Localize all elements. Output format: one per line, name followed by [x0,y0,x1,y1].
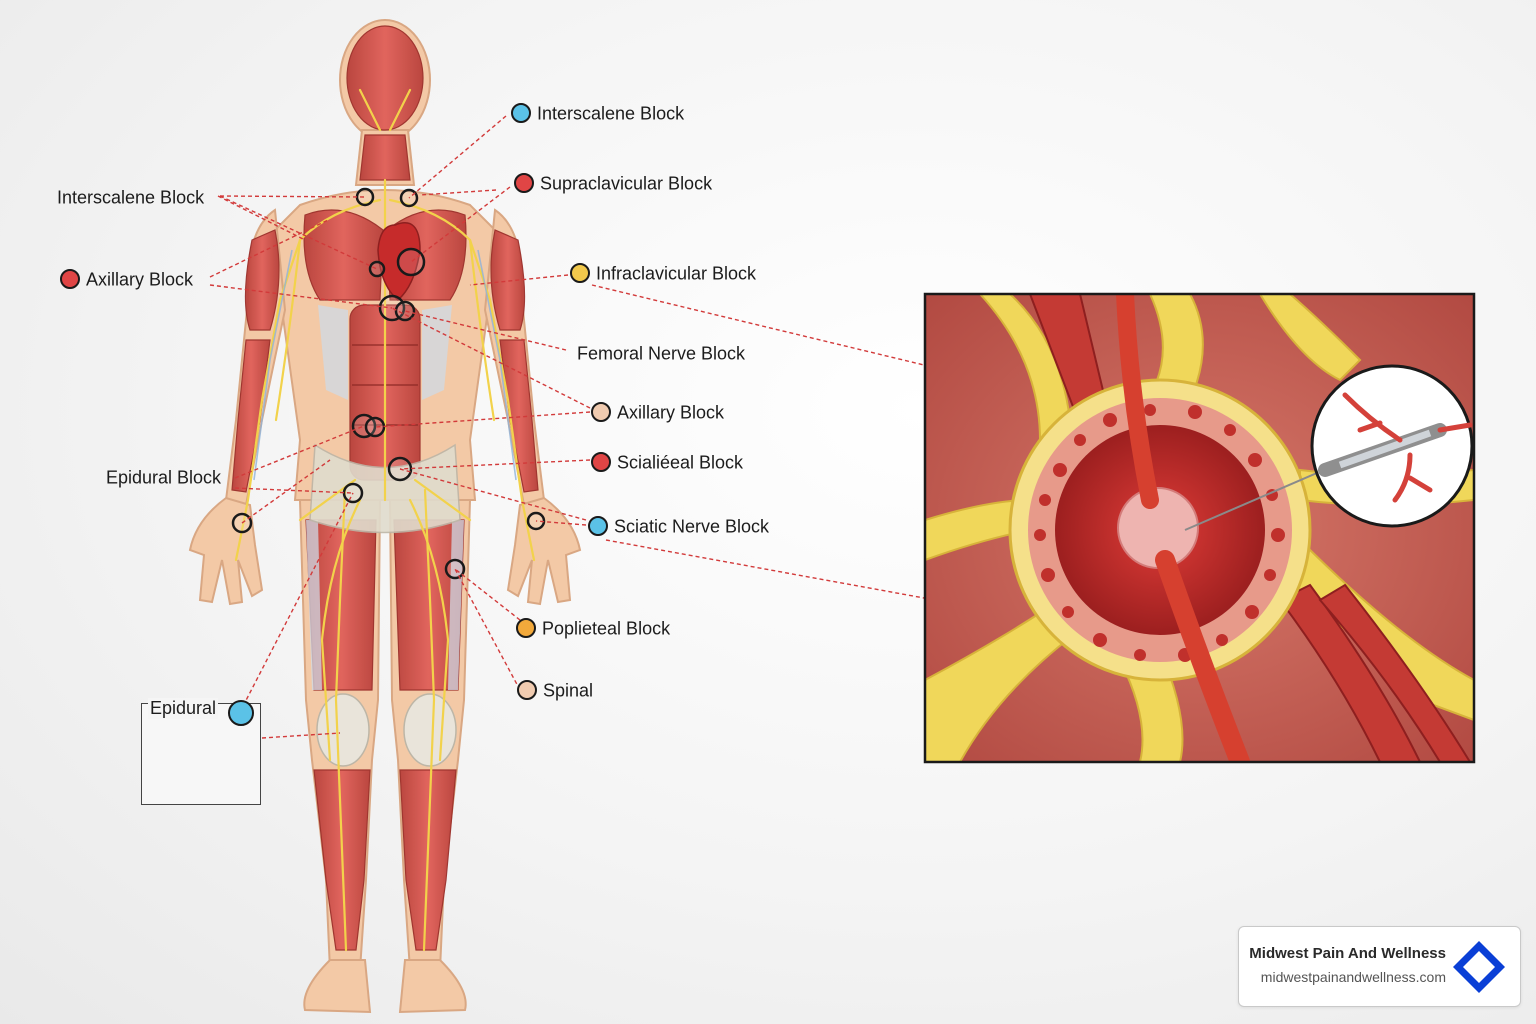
marker-dot [591,452,611,473]
label-interscalene-block-right: Interscalene Block [511,101,684,124]
syringe-zoom-circle [1310,364,1474,528]
label-epidural-block: Epidural Block [106,467,222,488]
marker-dot [516,618,536,639]
brand-url[interactable]: midwestpainandwellness.com [1260,969,1446,985]
epidural-marker-dot [228,700,254,726]
marker-dot [588,516,608,537]
marker-dot [511,103,531,124]
site-marker [364,416,386,438]
label-scialieeal-block: Scialiéeal Block [591,450,743,473]
marker-dot [517,680,537,701]
label-infraclavicular-block: Infraclavicular Block [570,261,756,284]
site-marker [394,300,416,322]
label-interscalene-block-left: Interscalene Block [57,187,205,208]
label-axillary-block-left: Axillary Block [60,267,193,290]
marker-dot [514,173,534,194]
diamond-logo-icon [1453,941,1505,993]
marker-dot [570,263,590,284]
human-body-figure [188,19,582,1014]
epidural-inset-title: Epidural [148,698,219,719]
marker-dot [591,402,611,423]
leader-lines [209,115,925,739]
label-femoral-nerve-block: Femoral Nerve Block [577,343,746,364]
label-poplieteal-block: Poplieteal Block [516,616,670,639]
site-marker [368,260,386,278]
epidural-inset-frame [141,703,261,805]
site-marker [355,187,375,207]
cross-section-inset [923,292,1476,764]
injection-site-markers [231,187,546,580]
label-axillary-block-right: Axillary Block [591,400,724,423]
label-supraclavicular-block: Supraclavicular Block [514,171,712,194]
brand-badge[interactable]: Midwest Pain And Wellness midwestpainand… [1238,926,1521,1007]
brand-name: Midwest Pain And Wellness [1249,945,1446,962]
marker-dot [60,269,80,290]
label-spinal: Spinal [517,678,593,701]
site-marker [396,247,426,277]
label-sciatic-nerve-block: Sciatic Nerve Block [588,514,769,537]
site-marker [444,558,466,580]
